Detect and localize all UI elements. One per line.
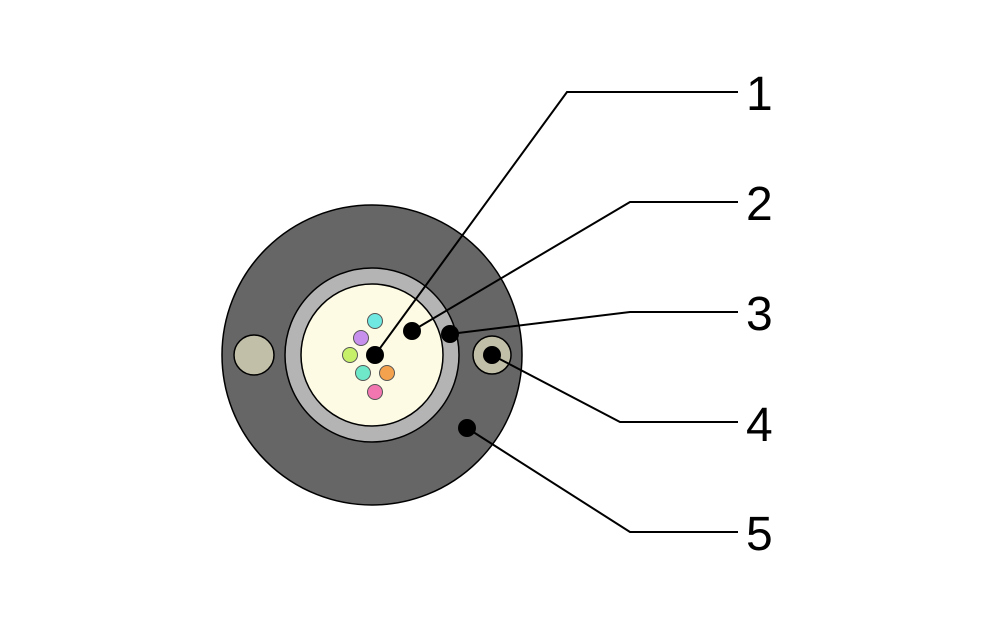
marker-dot-1 [366, 346, 384, 364]
callout-markers [366, 322, 501, 437]
callout-label-5: 5 [746, 508, 773, 561]
callout-label-2: 2 [746, 178, 773, 231]
fiber [367, 313, 383, 329]
callout-label-1: 1 [746, 68, 773, 121]
optical-fibers [342, 313, 395, 400]
leader-line-1 [374, 91, 738, 356]
marker-dot-5 [458, 419, 476, 437]
fiber [355, 365, 371, 381]
leader-line-4 [491, 354, 738, 423]
leader-lines [374, 91, 738, 533]
callout-labels: 1 2 3 4 5 [746, 68, 773, 561]
callout-label-4: 4 [746, 399, 773, 452]
callout-label-3: 3 [746, 288, 773, 341]
marker-dot-3 [441, 325, 459, 343]
leader-line-2 [411, 201, 738, 332]
fiber [353, 330, 369, 346]
strength-member-left [233, 334, 275, 376]
leader-line-5 [466, 427, 738, 533]
fiber [342, 347, 358, 363]
fiber [367, 384, 383, 400]
marker-dot-2 [403, 322, 421, 340]
marker-dot-4 [483, 346, 501, 364]
leader-line-3 [449, 311, 738, 335]
fiber [379, 365, 395, 381]
